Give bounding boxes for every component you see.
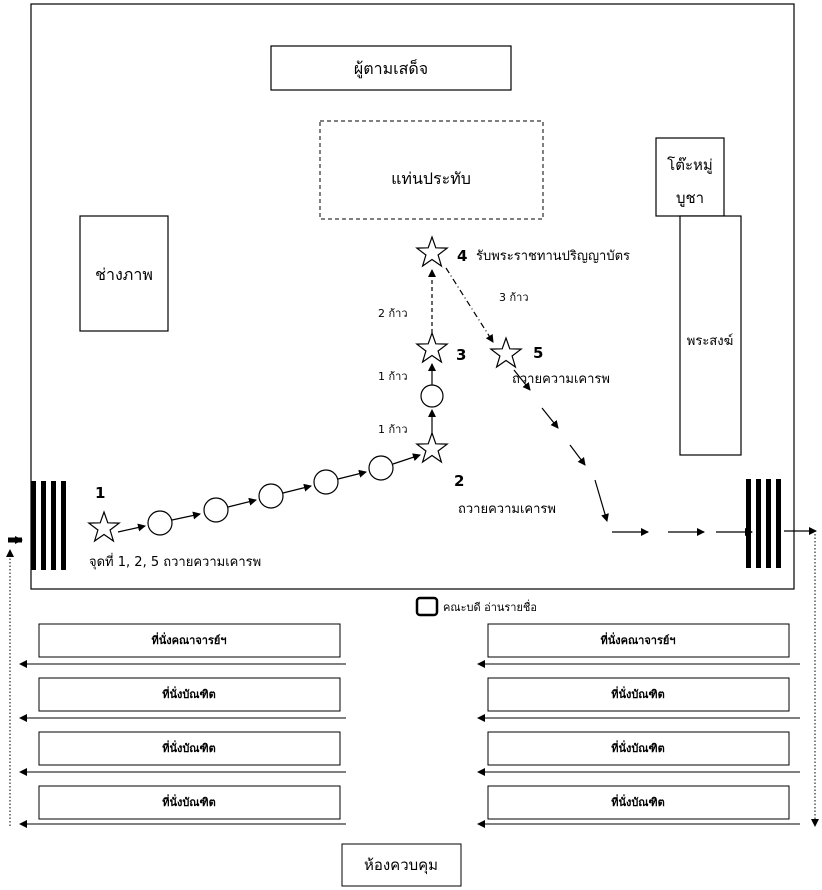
seat-label-left-1: ที่นั่งคณาจารย์ฯ (151, 632, 226, 647)
altar-table: โต๊ะหมู่ บูชา (655, 137, 725, 217)
point4-caption: รับพระราชทานปริญญาบัตร (476, 249, 630, 264)
seat-block-left-3 (38, 731, 341, 766)
step-label-2: 2 ก้าว (378, 307, 408, 320)
monks-area: พระสงฆ์ (679, 215, 742, 456)
seat-label-left-4: ที่นั่งบัณฑิต (162, 794, 216, 809)
star-point-4 (415, 235, 449, 268)
point1-number: 1 (95, 484, 105, 502)
point2-number: 2 (454, 472, 464, 490)
point3-number: 3 (456, 346, 466, 364)
followers-label: ผู้ตามเสด็จ (354, 58, 428, 79)
seat-block-right-4 (487, 785, 790, 820)
altar-label-line2: บูชา (676, 189, 704, 207)
control-room: ห้องควบคุม (341, 843, 462, 887)
step-label-1a: 1 ก้าว (378, 423, 408, 436)
point5-number: 5 (533, 344, 543, 362)
seat-block-left-2 (38, 677, 341, 712)
seat-block-right-3 (487, 731, 790, 766)
star-point-3 (415, 331, 449, 364)
altar-label-line1: โต๊ะหมู่ (667, 156, 713, 174)
monks-label: พระสงฆ์ (687, 333, 733, 349)
seat-block-right-2 (487, 677, 790, 712)
seat-label-right-3: ที่นั่งบัณฑิต (611, 740, 665, 755)
right-stairs (746, 479, 781, 568)
right-seating: ที่นั่งคณาจารย์ฯ ที่นั่งบัณฑิต ที่นั่งบั… (477, 534, 819, 828)
dean-legend-icon (415, 596, 439, 617)
star-point-5 (489, 336, 523, 369)
throne-area: แท่นประทับ (319, 120, 544, 220)
left-seating: ที่นั่งคณาจารย์ฯ ที่นั่งบัณฑิต ที่นั่งบั… (6, 549, 346, 828)
hall-outline (30, 3, 795, 590)
seat-label-right-1: ที่นั่งคณาจารย์ฯ (600, 632, 675, 647)
star-point-2 (415, 431, 449, 464)
star-point-1 (87, 510, 121, 543)
photographer-label: ช่างภาพ (95, 265, 153, 284)
throne-label: แท่นประทับ (391, 169, 471, 188)
control-room-label: ห้องควบคุม (364, 856, 438, 875)
walking-path (117, 267, 817, 536)
seat-block-left-1 (38, 623, 341, 658)
seat-block-right-1 (487, 623, 790, 658)
point1-caption: จุดที่ 1, 2, 5 ถวายความเคารพ (89, 553, 261, 570)
dean-legend-label: คณะบดี อ่านรายชื่อ (443, 599, 537, 614)
photographer-area: ช่างภาพ (79, 215, 169, 332)
left-stairs (31, 481, 66, 570)
followers-area: ผู้ตามเสด็จ (270, 45, 512, 91)
point4-number: 4 (457, 247, 467, 265)
seat-label-left-2: ที่นั่งบัณฑิต (162, 686, 216, 701)
step-label-3: 3 ก้าว (499, 291, 529, 304)
point2-caption: ถวายความเคารพ (458, 502, 556, 517)
step-label-1b: 1 ก้าว (378, 370, 408, 383)
seat-label-right-4: ที่นั่งบัณฑิต (611, 794, 665, 809)
seat-label-right-2: ที่นั่งบัณฑิต (611, 686, 665, 701)
seat-label-left-3: ที่นั่งบัณฑิต (162, 740, 216, 755)
legend: คณะบดี อ่านรายชื่อ (415, 596, 537, 617)
seat-block-left-4 (38, 785, 341, 820)
point5-caption: ถวายความเคารพ (512, 372, 610, 387)
